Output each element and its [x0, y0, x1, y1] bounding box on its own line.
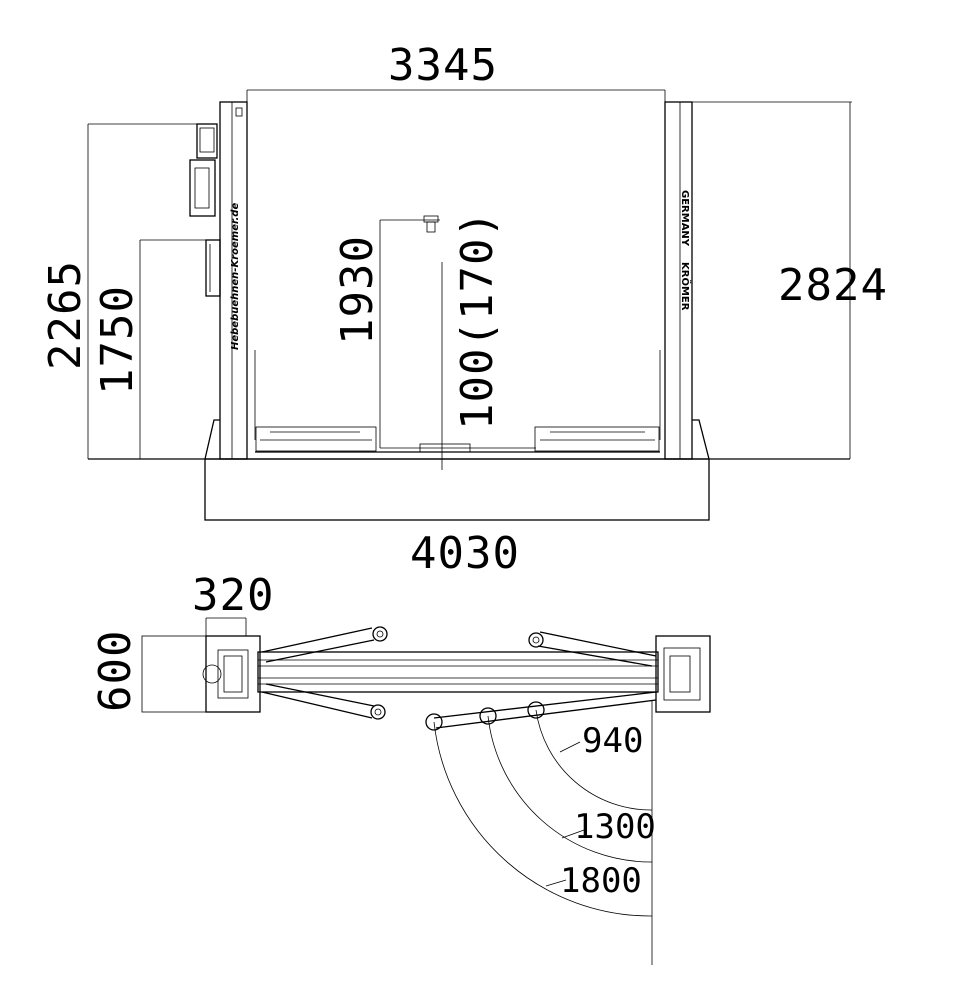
dim-control-height: 1750 — [92, 285, 143, 395]
dim-pad-height: 100(170) — [452, 210, 503, 430]
dim-arm-radius-3: 1800 — [560, 861, 642, 901]
lifting-arms-front — [255, 426, 660, 453]
foundation-base — [204, 458, 710, 521]
motor-icon — [189, 123, 218, 217]
left-column: Hebebuehnen-Kroemer.de — [189, 101, 248, 460]
dim-total-height: 2824 — [778, 260, 888, 311]
dim-motor-height: 2265 — [40, 260, 91, 370]
dim-overall-width: 3345 — [388, 40, 498, 91]
dim-clear-height: 1930 — [332, 235, 383, 345]
lifting-pad-icon — [423, 215, 439, 233]
cross-beam — [257, 651, 659, 693]
dim-base-width: 4030 — [410, 528, 520, 579]
column-website-label: Hebebuehnen-Kroemer.de — [230, 203, 241, 350]
dim-column-width: 320 — [192, 570, 274, 621]
dim-column-depth: 600 — [90, 630, 141, 712]
column-country-label: GERMANY — [679, 190, 690, 247]
front-view: 3345 Hebebuehnen-Kroemer.de — [40, 40, 888, 579]
right-post-plan — [655, 635, 711, 713]
swing-radius-arcs — [433, 700, 653, 965]
dim-arm-radius-1: 940 — [582, 721, 643, 761]
lifting-arms-top — [261, 626, 657, 731]
right-column: GERMANY KRÖMER — [664, 101, 710, 460]
dim-arm-radius-2: 1300 — [574, 807, 656, 847]
left-post-plan — [202, 635, 261, 713]
column-brand-label: KRÖMER — [679, 262, 693, 311]
control-box — [205, 239, 221, 297]
top-view: 320 600 — [90, 570, 711, 965]
